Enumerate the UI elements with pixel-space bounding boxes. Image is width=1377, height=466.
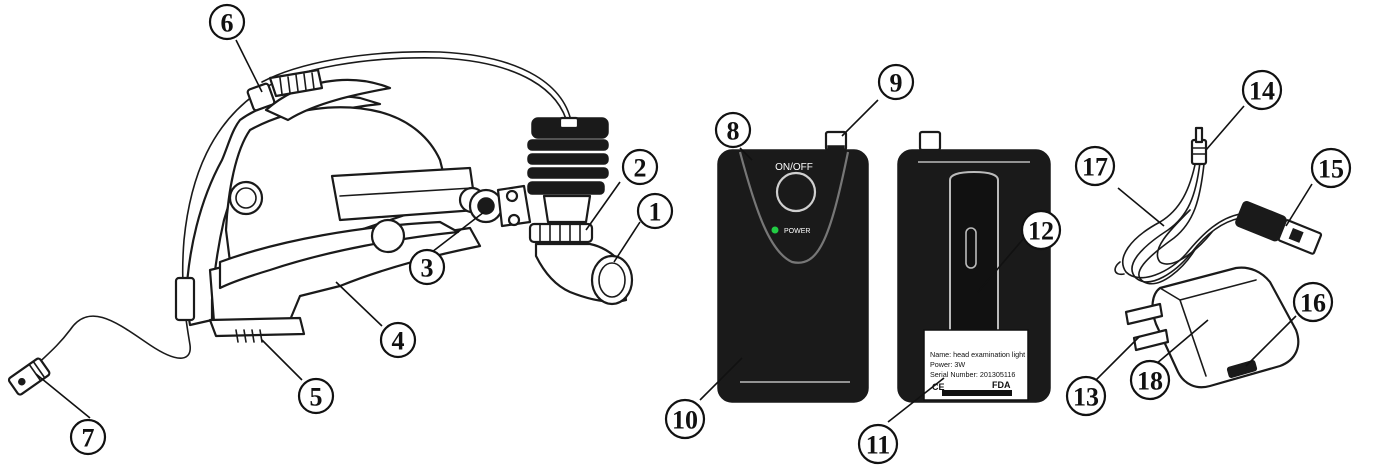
focus-ring	[528, 222, 594, 244]
head-strap-shell	[184, 94, 382, 327]
barcode	[942, 390, 1012, 396]
power-switch-button	[775, 171, 817, 213]
callout-12: 12	[1020, 209, 1062, 251]
leader-lines	[35, 39, 1313, 423]
svg-text:4: 4	[392, 327, 405, 356]
top-cable	[29, 57, 569, 373]
callout-15: 15	[1310, 147, 1352, 189]
lamp-neck	[542, 194, 592, 224]
lamp-heat-sink	[527, 116, 609, 195]
callout-17: 17	[1074, 145, 1116, 187]
rear-ratchet-ridges	[235, 329, 263, 343]
nameplate	[923, 329, 1029, 401]
callout-10: 10	[664, 398, 706, 440]
svg-text:18: 18	[1137, 367, 1163, 396]
nameplate-name: Name: head examination light	[930, 350, 1025, 359]
svg-text:3: 3	[421, 254, 434, 283]
nameplate-serial: Serial Number: 201305116	[930, 370, 1015, 379]
callout-5: 5	[297, 377, 335, 415]
power-indicator-label: POWER	[784, 228, 810, 235]
callout-14: 14	[1241, 69, 1283, 111]
svg-text:8: 8	[727, 117, 740, 146]
callout-4: 4	[379, 321, 417, 359]
callout-11: 11	[857, 423, 899, 465]
usb-plug	[1235, 200, 1323, 255]
svg-text:1: 1	[649, 198, 662, 227]
svg-text:15: 15	[1318, 155, 1344, 184]
charger-usb-port	[1226, 360, 1258, 378]
rear-cable-clip	[174, 276, 196, 322]
svg-text:7: 7	[82, 424, 95, 453]
headband-assembly	[7, 51, 634, 396]
svg-text:9: 9	[890, 69, 903, 98]
power-switch-label: ON/OFF	[775, 162, 813, 173]
fda-mark: FDA	[992, 380, 1011, 390]
top-clip	[246, 82, 276, 112]
callout-9: 9	[877, 63, 915, 101]
belt-clip	[949, 170, 999, 339]
callout-13: 13	[1065, 375, 1107, 417]
usb-cable	[1114, 126, 1323, 285]
rear-ratchet-knob	[208, 316, 306, 338]
charger-prongs	[1124, 302, 1170, 352]
battery-front-body	[717, 149, 869, 403]
charger-body	[1151, 266, 1300, 389]
side-button-left	[228, 180, 264, 216]
dc-plug	[1190, 138, 1208, 166]
callout-7: 7	[69, 418, 107, 456]
callout-6: 6	[208, 3, 246, 41]
battery-front: ON/OFF POWER	[717, 130, 869, 403]
callout-8: 8	[714, 111, 752, 149]
wall-charger	[1124, 266, 1300, 389]
svg-text:11: 11	[866, 431, 891, 460]
callout-2: 2	[621, 148, 659, 186]
callout-16: 16	[1292, 281, 1334, 323]
headlamp-plug	[7, 357, 51, 396]
ce-mark: CE	[932, 382, 945, 392]
svg-text:13: 13	[1073, 383, 1099, 412]
callout-1: 1	[636, 192, 674, 230]
power-led	[771, 226, 779, 234]
top-adjuster-knob	[268, 68, 324, 98]
battery-back: Name: head examination light Power: 3W S…	[897, 130, 1051, 403]
svg-text:14: 14	[1249, 77, 1275, 106]
callout-18: 18	[1129, 359, 1171, 401]
top-adjuster-ridges	[279, 72, 315, 95]
svg-text:10: 10	[672, 406, 698, 435]
svg-text:12: 12	[1028, 217, 1054, 246]
svg-text:5: 5	[310, 383, 323, 412]
svg-text:6: 6	[221, 9, 234, 38]
svg-text:2: 2	[634, 154, 647, 183]
svg-text:17: 17	[1082, 153, 1108, 182]
rear-tension-strap	[330, 166, 478, 222]
svg-text:16: 16	[1300, 289, 1326, 318]
callout-3: 3	[408, 248, 446, 286]
nameplate-power: Power: 3W	[930, 360, 965, 369]
dc-plug-ridges	[1191, 147, 1207, 155]
callouts: 1 2 3 4 5 6 7 8 9 10 11 12 13 14 15 16 1…	[69, 3, 1352, 465]
